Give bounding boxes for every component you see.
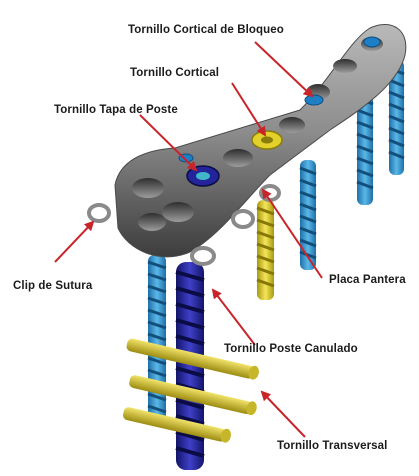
label-transverse-screw: Tornillo Transversal [277, 440, 387, 452]
cortical-screw-left [148, 255, 166, 425]
cortical-screw-head [252, 131, 282, 149]
label-suture-clip: Clip de Sutura [13, 280, 92, 292]
label-locking-cortical-screw: Tornillo Cortical de Bloqueo [128, 24, 284, 36]
label-cannulated-post-screw: Tornillo Poste Canulado [224, 343, 358, 355]
label-post-cap-screw: Tornillo Tapa de Poste [54, 104, 178, 116]
arrow-transverse-screw [262, 392, 305, 437]
arrow-cannulated-post-screw [213, 290, 255, 345]
suture-clip-middle [233, 211, 253, 227]
suture-clip-right [261, 186, 279, 200]
yellow-screw-shaft [257, 200, 274, 300]
cortical-screw-middle [300, 160, 316, 270]
suture-clip-left [89, 205, 109, 221]
arrow-locking-cortical-screw [255, 42, 312, 96]
arrow-suture-clip [55, 222, 93, 262]
post-cap-screw-head [187, 166, 219, 186]
suture-clip-bottom [192, 248, 214, 264]
label-cortical-screw: Tornillo Cortical [130, 67, 219, 79]
label-panther-plate: Placa Pantera [329, 274, 406, 286]
